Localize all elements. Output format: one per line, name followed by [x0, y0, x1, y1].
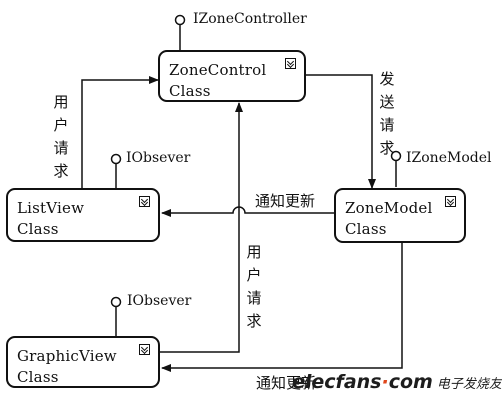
graphicview-name: GraphicView: [17, 347, 117, 365]
notify-update-label-bottom: 通知更新: [256, 374, 317, 392]
collapse-chevron-icon[interactable]: [139, 196, 150, 207]
elecfans-chinese-name: 电子发烧友: [436, 377, 502, 392]
zonecontrol-name: ZoneControl: [169, 61, 267, 79]
zonemodel-class-box[interactable]: ZoneModel Class: [334, 188, 466, 243]
zonecontrol-class-word: Class: [169, 82, 211, 100]
graphicview-class-label: GraphicView Class: [17, 346, 117, 388]
izonecontroller-lollipop: [174, 14, 186, 26]
zonemodel-class-label: ZoneModel Class: [345, 198, 432, 240]
collapse-chevron-icon[interactable]: [139, 344, 150, 355]
notify-update-label-middle: 通知更新: [255, 192, 316, 210]
izonemodel-lollipop: [390, 150, 402, 162]
izonemodel-label: IZoneModel: [406, 150, 492, 166]
zonemodel-name: ZoneModel: [345, 199, 433, 217]
listview-name: ListView: [17, 199, 85, 217]
collapse-chevron-icon[interactable]: [445, 196, 456, 207]
zonecontrol-to-zonemodel-arrow: [306, 74, 376, 189]
listview-class-label: ListView Class: [17, 198, 84, 240]
graphicview-class-word: Class: [17, 368, 59, 386]
graphicview-to-zonecontrol-arrow: [160, 102, 243, 353]
zonemodel-to-graphicview-arrow: [161, 243, 403, 372]
izonecontroller-label: IZoneController: [193, 11, 307, 27]
send-request-label: 发送请求: [379, 70, 395, 157]
graphicview-class-box[interactable]: GraphicView Class: [6, 336, 160, 388]
collapse-chevron-icon[interactable]: [285, 58, 296, 69]
iobsever-list-label: IObsever: [126, 150, 191, 166]
listview-class-word: Class: [17, 220, 59, 238]
listview-class-box[interactable]: ListView Class: [6, 188, 160, 242]
iobsever-graphic-lollipop: [110, 296, 122, 308]
elecfans-logo: elecfans·com: [292, 371, 433, 393]
listview-to-zonecontrol-arrow: [81, 76, 159, 188]
iobsever-list-lollipop: [110, 153, 122, 165]
user-request-label-right: 用户请求: [246, 243, 262, 330]
zonecontrol-class-box[interactable]: ZoneControl Class: [158, 50, 306, 102]
user-request-label-left: 用户请求: [53, 93, 69, 180]
iobsever-graphic-label: IObsever: [127, 293, 192, 309]
zonemodel-class-word: Class: [345, 220, 387, 238]
zonecontrol-class-label: ZoneControl Class: [169, 60, 266, 102]
